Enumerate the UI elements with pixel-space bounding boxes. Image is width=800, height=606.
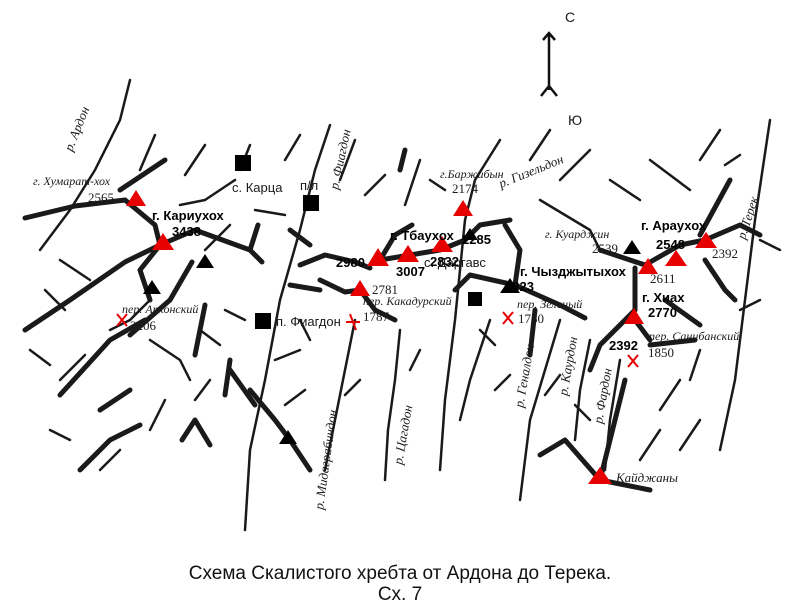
map-scheme: С Ю [22,9,782,532]
peak-2832-label: 2832 [430,254,459,269]
peak-hiah-height: 2770 [648,305,677,320]
peak-2611-label: 2611 [650,271,676,286]
peak-humarat-label: г. Хумарат-хох [33,174,111,188]
pass-arhonsky-icon [116,313,128,327]
settlements: с. Карца п/л п. Фиагдон с. Даргавс [232,155,486,329]
river-ardon-line [38,78,132,252]
pass-labels: пер. Архонский 2206 пер. Какадурский 178… [122,294,739,360]
river-line [22,197,128,221]
peak-barzhibyn-height: 2174 [452,181,479,196]
peak-2611-icon [638,258,658,274]
peak-barzhibyn-label: г.Баржибын [440,167,504,181]
river-kaurdon-label: р. Каурдон [555,335,580,397]
river-gizeldon-line [438,138,502,472]
settlement-karts-label: с. Карца [232,180,283,195]
river-fiagdon-line [243,123,332,532]
peak-chyzdzhytyhoh-label: г. Чызджытыхох [520,264,627,279]
peak-3007-label: 3007 [396,264,425,279]
river-terek-line [718,118,772,452]
river-genaldon-label: р. Геналдон [511,343,537,410]
settlement-dargavs-label: с. Даргавс [424,255,486,270]
peak-kaydzhany-icon [588,467,612,484]
peak-black-icon [279,430,297,444]
caption-title: Схема Скалистого хребта от Ардона до Тер… [188,563,612,584]
rivers [28,78,782,532]
pass-zeleny-icon [502,311,514,325]
peak-labels: г. Хумарат-хох 2565 г. Кариухох 3438 г.Б… [33,167,738,485]
camp-pl-label: п/л [300,178,318,193]
pass-kakadursky-height: 1787 [363,309,390,324]
passes [116,311,639,368]
settlement-dargavs-marker [468,292,482,306]
peak-humarat-height: 2565 [88,190,114,205]
river-midagrabindon-label: р. Мидаграбиндон [311,409,340,512]
pass-sanibansky-label: пер. Санибанский [649,329,739,343]
peak-chyzdzhytyhoh-icon [500,278,520,293]
peak-arauhoh-label: г. Араухох [641,218,707,233]
pass-sanibansky-icon [627,354,639,368]
peak-hiah-icon [624,308,644,324]
peak-2174-icon [453,200,473,216]
river-fiagdon-label: р. Фиагдон [326,128,354,192]
peak-2285-label: 2285 [462,232,491,247]
peak-chyzdzhytyhoh-height: 2823 [505,279,534,294]
peak-kuardzhin-height: 2539 [592,241,618,256]
peak-kuardzhin-icon [623,240,641,254]
pass-zeleny-label: пер. Зеленый [517,297,582,311]
peak-kariuhoh-label: г. Кариухох [152,208,225,223]
settlement-karts-marker [235,155,251,171]
summits [126,190,717,484]
peak-2392-east-label: 2392 [712,246,738,261]
pass-sanibansky-height: 1850 [648,345,674,360]
settlement-fiagdon-label: п. Фиагдон [276,314,341,329]
peak-tbauhoh-label: г. Тбаухох [390,228,454,243]
peak-2980-label: 2980 [336,255,365,270]
pass-kakadursky-label: пер. Какадурский [363,294,452,308]
peak-black-icon [143,280,161,294]
peak-arauhoh-icon [695,232,717,248]
camp-pl-marker [303,195,319,211]
peak-kariuhoh-icon [152,233,174,250]
peak-kuardzhin-label: г. Куарджин [545,227,609,241]
compass: С Ю [540,9,582,128]
peak-2392-south-label: 2392 [609,338,638,353]
caption-figure: Сх. 7 [377,584,423,605]
peak-hiah-label: г. Хиах [642,290,685,305]
pass-arhonsky-label: пер. Архонский [122,302,198,316]
pass-arhonsky-height: 2206 [130,318,157,333]
peak-black-icon [196,254,214,268]
peak-humarat-icon [126,190,146,206]
compass-north-label: С [565,9,575,25]
peak-2548-icon [665,250,687,266]
pass-kakadursky-icon [346,313,360,331]
peak-2285-icon [462,228,478,240]
pass-zeleny-height: 1750 [518,311,544,326]
peak-kaydzhany-label: Кайджаны [615,470,678,485]
peak-3007-icon [397,245,419,262]
river-ardon-label: р. Ардон [60,104,92,154]
peak-2980-icon [367,248,389,266]
peak-2832-icon [431,236,453,252]
compass-south-label: Ю [568,112,582,128]
north-arrow-icon [540,31,558,97]
peak-2781-label: 2781 [372,282,398,297]
peak-kariuhoh-height: 3438 [172,224,201,239]
river-tsagadon-label: р. Цагадон [390,404,415,467]
peak-2548-label: 2548 [656,237,685,252]
settlement-fiagdon-marker [255,313,271,329]
peak-2781-icon [350,280,370,296]
